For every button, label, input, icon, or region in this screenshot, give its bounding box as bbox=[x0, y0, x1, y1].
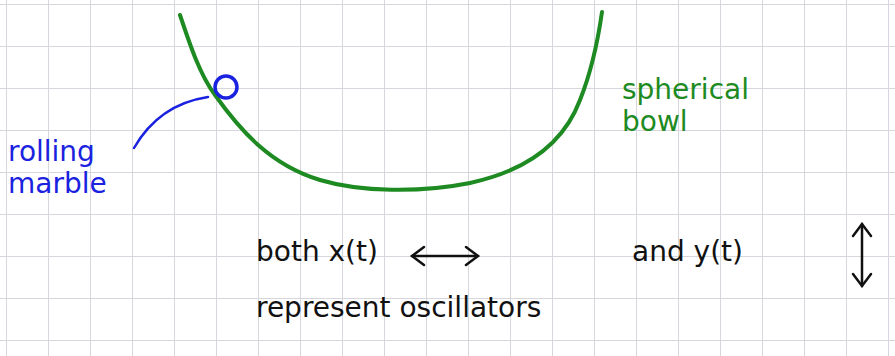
bowl-label: spherical bowl bbox=[622, 74, 782, 138]
marble-label: rolling marble bbox=[8, 136, 158, 200]
oscillator-note: represent oscillators bbox=[256, 292, 541, 324]
vertical-arrow bbox=[853, 224, 871, 286]
spherical-bowl bbox=[180, 12, 602, 190]
horizontal-arrow bbox=[412, 247, 478, 265]
oscillator-note: and y(t) bbox=[632, 236, 743, 268]
marble bbox=[215, 76, 237, 98]
leader-line bbox=[134, 97, 208, 148]
oscillator-note: both x(t) bbox=[256, 236, 378, 268]
